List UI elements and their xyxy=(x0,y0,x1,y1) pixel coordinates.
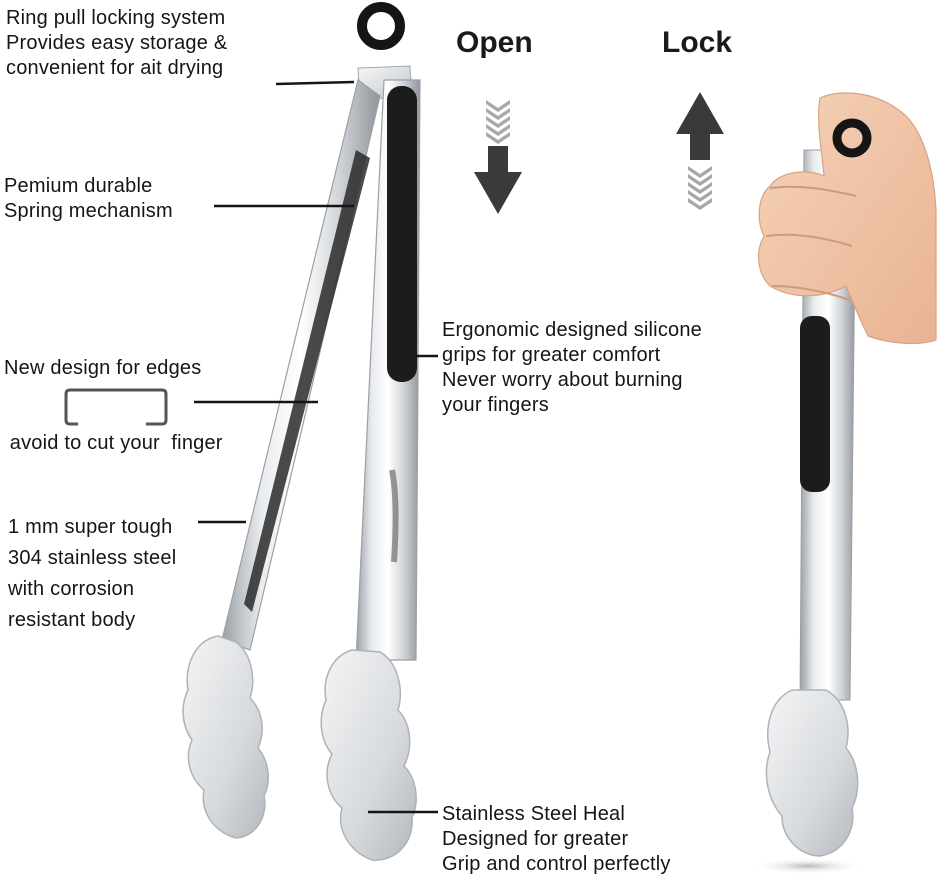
spring-channel xyxy=(244,150,370,612)
callout-spring-line1: Pemium durable xyxy=(4,175,153,197)
callout-edges-line1: New design for edges xyxy=(4,357,202,379)
callout-grips-line2: grips for greater comfort xyxy=(442,344,661,366)
callout-ring-pull-line3: convenient for ait drying xyxy=(6,57,224,79)
callout-heal-line2: Designed for greater xyxy=(442,828,629,850)
callout-spring: Pemium durable Spring mechanism xyxy=(4,174,173,224)
leader-lines xyxy=(194,80,438,814)
lock-label: Lock xyxy=(662,26,733,59)
callout-steel: 1 mm super tough 304 stainless steel wit… xyxy=(8,512,176,636)
callout-grips-line4: your fingers xyxy=(442,394,549,416)
callout-heal: Stainless Steel Heal Designed for greate… xyxy=(442,802,671,877)
callout-edges-line2: avoid to cut your finger xyxy=(4,432,223,454)
hand xyxy=(758,92,937,345)
ring-pull-held xyxy=(832,118,872,158)
callout-edges: New design for edges avoid to cut your f… xyxy=(4,306,223,506)
callout-steel-line1: 1 mm super tough xyxy=(8,516,173,538)
closed-tongs-in-hand xyxy=(752,92,937,874)
left-scalloped-head xyxy=(182,635,270,839)
open-tongs xyxy=(182,2,421,861)
silicone-grip xyxy=(387,86,417,382)
open-label: Open xyxy=(456,26,533,59)
callout-spring-line2: Spring mechanism xyxy=(4,200,173,222)
edge-profile-icon xyxy=(64,388,168,426)
open-arrow-icon xyxy=(474,100,522,214)
leader-ring xyxy=(275,80,355,86)
callout-steel-line4: resistant body xyxy=(8,609,136,631)
callout-grips: Ergonomic designed silicone grips for gr… xyxy=(442,318,702,418)
callout-grips-line3: Never worry about burning xyxy=(442,369,683,391)
right-scalloped-head xyxy=(320,649,417,861)
callout-ring-pull-line1: Ring pull locking system xyxy=(6,7,226,29)
callout-steel-line3: with corrosion xyxy=(8,578,135,600)
callout-steel-line2: 304 stainless steel xyxy=(8,547,177,569)
ring-pull xyxy=(357,2,405,50)
floor-shadow xyxy=(752,858,864,874)
lock-arrow-icon xyxy=(676,92,724,210)
callout-ring-pull: Ring pull locking system Provides easy s… xyxy=(6,6,227,81)
callout-heal-line3: Grip and control perfectly xyxy=(442,853,671,875)
callout-heal-line1: Stainless Steel Heal xyxy=(442,803,625,825)
callout-grips-line1: Ergonomic designed silicone xyxy=(442,319,702,341)
callout-ring-pull-line2: Provides easy storage & xyxy=(6,32,228,54)
